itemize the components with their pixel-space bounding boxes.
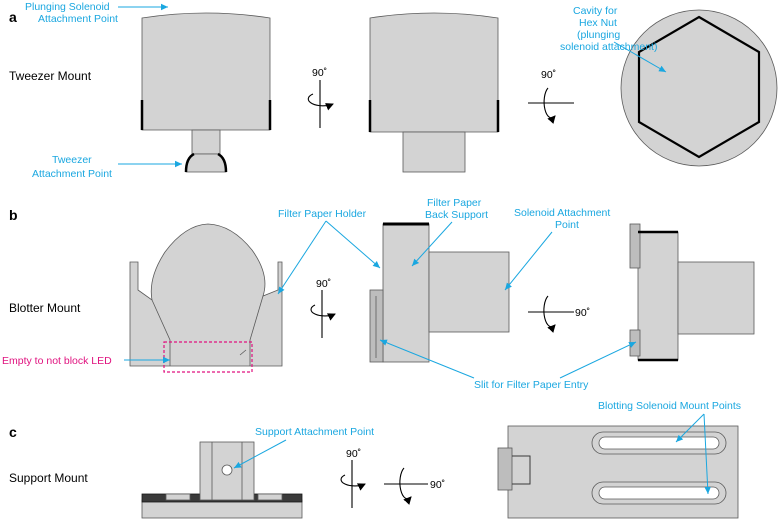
rotation-label-a1: 90˚ <box>312 67 327 79</box>
panel-b: b Blotter Mount <box>2 197 755 391</box>
hex-nut-cavity <box>637 15 761 159</box>
callout-blotting-mount-points: Blotting Solenoid Mount Points <box>598 400 741 412</box>
rotate-vertical-axis-icon: 90˚ <box>310 278 336 338</box>
rotation-label-b2: 90˚ <box>575 307 590 319</box>
rotation-label-b1: 90˚ <box>316 278 331 290</box>
tweezer-mount-top-view <box>620 9 778 167</box>
panel-a: a Tweezer Mount 90˚ <box>9 1 778 180</box>
callout-plunging-solenoid-2: Attachment Point <box>38 13 118 25</box>
callout-back-support-1: Filter Paper <box>427 197 482 209</box>
callout-slit: Slit for Filter Paper Entry <box>474 379 589 391</box>
rotate-horizontal-axis-icon: 90˚ <box>528 295 590 333</box>
support-mount-front-view <box>141 441 303 519</box>
callout-back-support-2: Back Support <box>425 209 488 221</box>
callout-plunging-solenoid-1: Plunging Solenoid <box>25 1 110 13</box>
callout-cavity-4: solenoid attachment) <box>560 41 657 53</box>
tweezer-mount-side-view <box>368 12 500 173</box>
callout-led-note: Empty to not block LED <box>2 355 112 367</box>
rotation-label-c1: 90˚ <box>346 448 361 460</box>
callout-solenoid-attachment-2: Point <box>555 219 579 231</box>
callout-tweezer-2: Attachment Point <box>32 168 112 180</box>
blotter-mount-front-view <box>129 223 283 373</box>
support-attachment-hole <box>221 464 233 476</box>
panel-letter-c: c <box>9 424 17 440</box>
rotate-horizontal-axis-icon: 90˚ <box>384 467 445 505</box>
rotation-label-c2: 90˚ <box>430 479 445 491</box>
callout-cavity-1: Cavity for <box>573 5 618 17</box>
blotter-mount-label: Blotter Mount <box>9 301 81 315</box>
callout-support-attachment: Support Attachment Point <box>255 426 374 438</box>
tweezer-mount-front-view <box>140 12 272 173</box>
support-mount-top-view <box>497 425 739 519</box>
callout-tweezer-1: Tweezer <box>52 154 92 166</box>
blotting-slot-lower <box>598 486 720 500</box>
rotate-vertical-axis-icon: 90˚ <box>340 448 366 508</box>
rotate-vertical-axis-icon: 90˚ <box>307 67 334 128</box>
panel-letter-b: b <box>9 207 18 223</box>
blotter-mount-side-view <box>369 222 510 363</box>
tweezer-mount-label: Tweezer Mount <box>9 69 92 83</box>
blotter-mount-back-view <box>629 223 755 362</box>
callout-filter-paper-holder: Filter Paper Holder <box>278 208 367 220</box>
panel-letter-a: a <box>9 9 17 25</box>
rotate-horizontal-axis-icon: 90˚ <box>528 69 574 124</box>
callout-cavity-3: (plunging <box>577 29 620 41</box>
support-mount-label: Support Mount <box>9 471 88 485</box>
panel-c: c Support Mount 90˚ 90˚ <box>9 400 741 519</box>
blotting-slot-upper <box>598 436 720 450</box>
callout-cavity-2: Hex Nut <box>579 17 617 29</box>
callout-solenoid-attachment-1: Solenoid Attachment <box>514 207 610 219</box>
rotation-label-a2: 90˚ <box>541 69 556 81</box>
